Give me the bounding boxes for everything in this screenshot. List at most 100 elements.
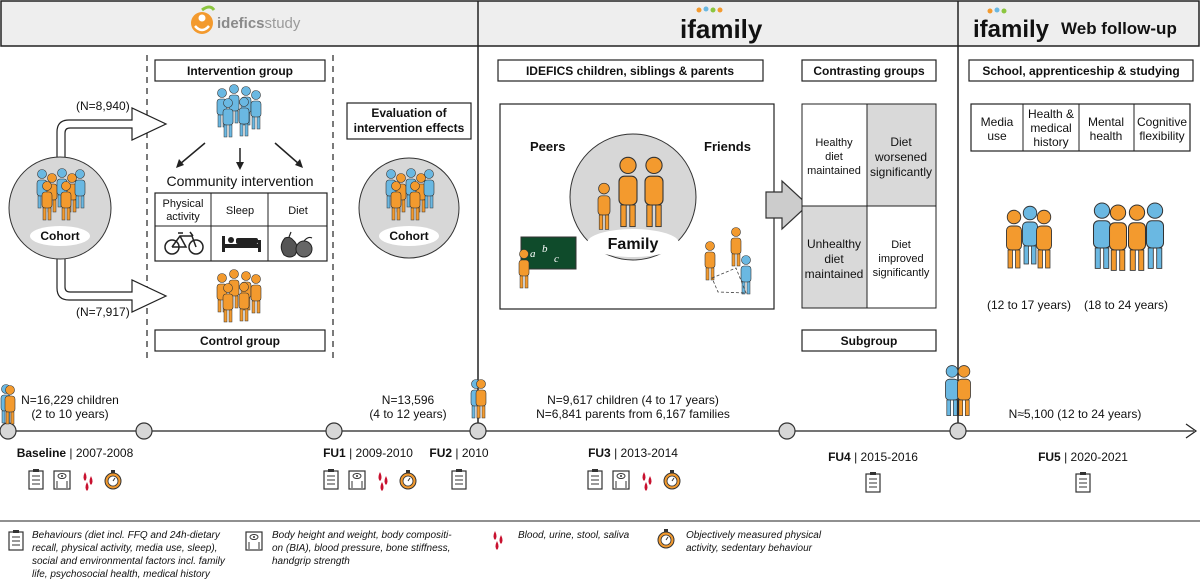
- legend-activity-2: activity, sedentary behaviour: [686, 543, 813, 554]
- baseline-n-label: N=16,229 children: [21, 393, 119, 407]
- teens-people-icon: [1006, 205, 1052, 269]
- subgroup-label: Subgroup: [841, 334, 898, 348]
- legend-anthropometry-2: on (BIA), blood pressure, bone stiffness…: [272, 543, 450, 554]
- ifamily-logo: ifamily: [680, 6, 763, 44]
- cohort-label: Cohort: [40, 229, 79, 243]
- cell-improved-line-2: improved: [878, 253, 923, 265]
- node-2009: [135, 422, 153, 440]
- component-physical-label-2: activity: [166, 211, 200, 223]
- cell-unhealthy-line-1: Unhealthy: [807, 237, 861, 251]
- topic-media-line-2: use: [987, 129, 1007, 143]
- cohort-label-2: Cohort: [389, 229, 428, 243]
- evaluation-label-1: Evaluation of: [371, 106, 447, 120]
- cell-unhealthy-line-2: diet: [824, 252, 844, 266]
- cell-healthy-line-2: diet: [825, 151, 843, 163]
- age-teens-label: (12 to 17 years): [987, 298, 1071, 312]
- fu3-measurement-icons: [587, 468, 681, 491]
- bed-icon: [222, 236, 261, 252]
- family-label: Family: [608, 236, 659, 253]
- arrow-to-intervention: [56, 107, 168, 161]
- legend-questionnaire-4: life, psychosocial health, medical histo…: [32, 569, 211, 580]
- component-diet-label: Diet: [288, 205, 308, 217]
- wave-fu3-name: FU3: [588, 446, 611, 460]
- legend-questionnaire-1: Behaviours (diet incl. FFQ and 24h-dieta…: [32, 530, 221, 541]
- wave-fu2-years: 2010: [462, 446, 489, 460]
- topic-mental-line-1: Mental: [1088, 115, 1124, 129]
- component-physical-label-1: Physical: [163, 198, 204, 210]
- ifamily-web-logo-text: ifamily: [973, 16, 1050, 43]
- young-adults-people-icon: [1092, 202, 1165, 271]
- wave-fu4-name: FU4: [828, 450, 851, 464]
- fruit-icon: [280, 231, 313, 258]
- peers-label: Peers: [530, 139, 565, 154]
- evaluation-box: [346, 102, 472, 140]
- legend-anthropometry-1: Body height and weight, body compositi-: [272, 530, 452, 541]
- control-people-icon: [216, 269, 262, 323]
- wave-fu3-years: 2013-2014: [621, 446, 679, 460]
- legend-questionnaire-2: recall, physical activity, media use, sl…: [32, 543, 217, 554]
- web-followup-label: Web follow-up: [1061, 19, 1177, 38]
- fu1-n-label: N=13,596: [382, 393, 435, 407]
- friends-label: Friends: [704, 139, 751, 154]
- svg-text:b: b: [542, 243, 548, 255]
- intervention-group-box: [154, 59, 326, 82]
- cell-worsened-line-2: worsened: [874, 150, 927, 164]
- cell-healthy-line-3: maintained: [807, 165, 861, 177]
- idefics-logo-suffix: study: [265, 15, 301, 32]
- wave-fu5-name: FU5: [1038, 450, 1061, 464]
- intervention-people-icon: [216, 84, 262, 138]
- wave-fu4-years: 2015-2016: [861, 450, 919, 464]
- node-fu4: [949, 422, 967, 440]
- component-sleep-label: Sleep: [226, 205, 254, 217]
- wave-fu2-label: FU2 | 2010: [429, 446, 488, 460]
- cell-improved-line-1: Diet: [891, 239, 911, 251]
- wave-fu1-name: FU1: [323, 446, 346, 460]
- chalkboard-icon: a b c: [518, 236, 577, 289]
- stopwatch-icon: [657, 528, 675, 549]
- arrow-to-control: [56, 257, 168, 313]
- legend-samples: Blood, urine, stool, saliva: [518, 530, 630, 541]
- children-title-box: [497, 59, 764, 82]
- topic-health-line-2: medical: [1030, 121, 1071, 135]
- fu1-measurement-icons: [323, 468, 417, 491]
- children-title-label: IDEFICS children, siblings & parents: [526, 64, 734, 78]
- node-fu1: [325, 422, 343, 440]
- topic-health-line-3: history: [1033, 135, 1068, 149]
- anthropometry-icon: [245, 531, 263, 551]
- cell-unhealthy-line-3: maintained: [805, 267, 864, 281]
- cell-improved-line-3: significantly: [873, 267, 930, 279]
- svg-text:a: a: [530, 248, 536, 260]
- fu1-age-label: (4 to 12 years): [369, 407, 446, 421]
- arrow-to-contrasting: [765, 179, 809, 231]
- community-intervention-label: Community intervention: [166, 173, 313, 189]
- wave-fu5-years: 2020-2021: [1071, 450, 1129, 464]
- n-control: (N=7,917): [76, 305, 130, 319]
- wave-fu2-name: FU2: [429, 446, 452, 460]
- intervention-group-label: Intervention group: [187, 64, 293, 78]
- topic-cognitive-line-1: Cognitive: [1137, 115, 1187, 129]
- idefics-logo-text: idefics: [217, 15, 265, 32]
- timeline-nodes: [0, 422, 967, 440]
- svg-text:c: c: [554, 253, 559, 265]
- fu5-measurement-icons: [1075, 471, 1091, 493]
- wave-fu3-label: FU3 | 2013-2014: [588, 446, 678, 460]
- topic-health-line-1: Health &: [1028, 107, 1074, 121]
- subgroup-box: [801, 329, 937, 352]
- ifamily-web-logo: ifamily Web follow-up: [973, 7, 1177, 43]
- fu2-measurement-icons: [451, 468, 467, 490]
- cell-diet-worsened: [866, 103, 937, 207]
- web-title-box: [968, 59, 1194, 82]
- baseline-age-label: (2 to 10 years): [31, 407, 108, 421]
- friends-people-icon: [704, 227, 752, 295]
- node-fu3b: [778, 422, 796, 440]
- cell-diet-improved: [866, 205, 937, 309]
- node-fu2: [469, 422, 487, 440]
- evaluation-label-2: intervention effects: [354, 121, 465, 135]
- topic-media-line-1: Media: [981, 115, 1014, 129]
- web-topics-table: [970, 103, 1191, 152]
- fu5-n-label: N≈5,100 (12 to 24 years): [1009, 407, 1142, 421]
- node-baseline: [0, 422, 17, 440]
- contrasting-title-label: Contrasting groups: [813, 64, 925, 78]
- ifamily-logo-text: ifamily: [680, 14, 763, 44]
